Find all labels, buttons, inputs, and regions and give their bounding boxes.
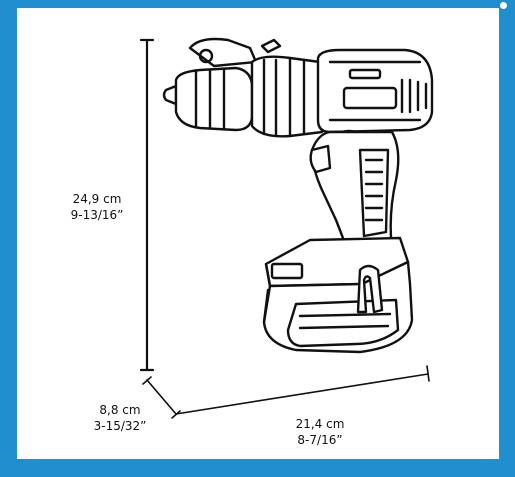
frame-right-border [499,0,515,477]
frame-left-border [0,0,17,477]
frame-corner-dot [500,2,507,9]
depth-metric: 8,8 cm [99,403,141,417]
frame-top-border [0,0,515,8]
frame-bottom-border [0,459,515,477]
cordless-drill-icon [162,37,434,354]
height-imperial: 9-13/16” [70,208,124,222]
width-imperial: 8-7/16” [297,433,343,447]
width-dimension-line [175,365,430,415]
height-dimension-label: 24,9 cm 9-13/16” [62,191,132,223]
depth-imperial: 3-15/32” [93,419,147,433]
width-dimension-label: 21,4 cm 8-7/16” [275,416,365,448]
width-metric: 21,4 cm [295,417,345,431]
height-dimension-line [139,38,155,372]
height-metric: 24,9 cm [72,192,122,206]
depth-dimension-label: 8,8 cm 3-15/32” [80,402,160,434]
